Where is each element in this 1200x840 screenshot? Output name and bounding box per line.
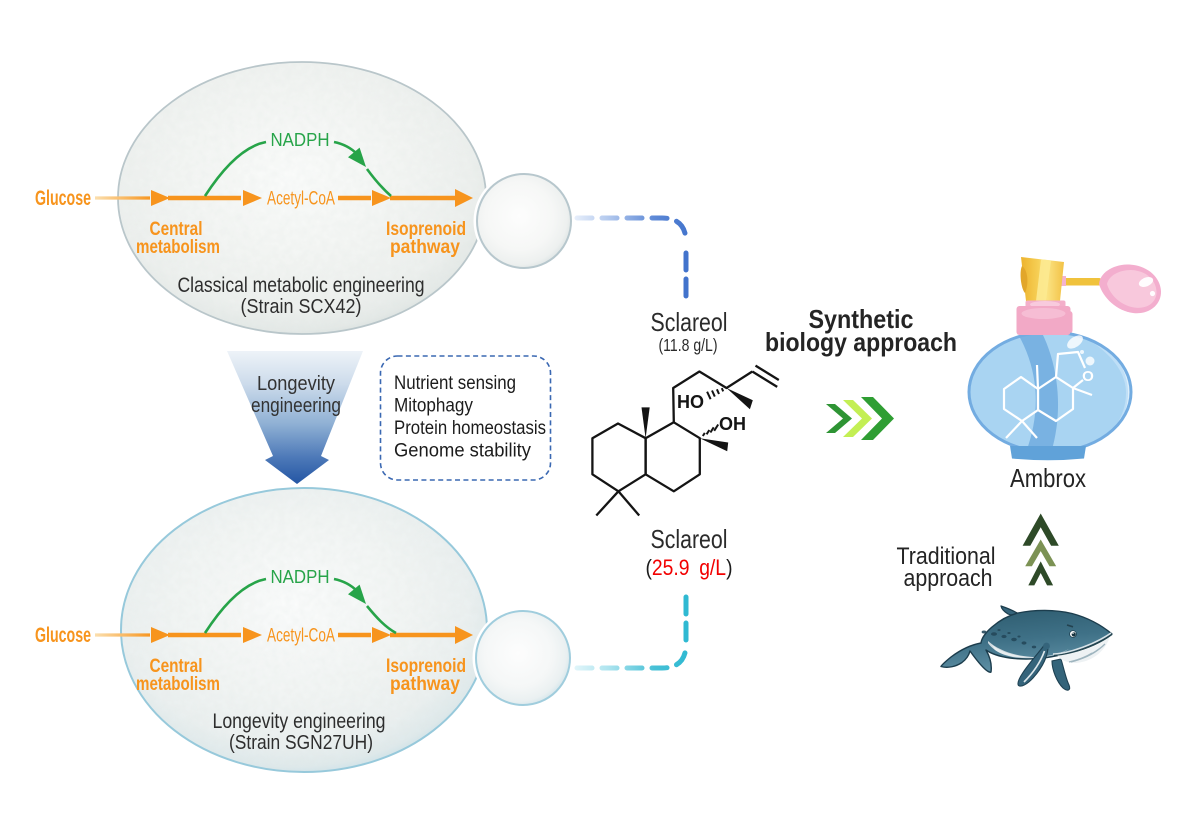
svg-text:Mitophagy: Mitophagy — [394, 396, 473, 417]
svg-text:(Strain SCX42): (Strain SCX42) — [241, 296, 362, 318]
svg-text:Isoprenoid: Isoprenoid — [386, 218, 466, 240]
svg-text:Classical metabolic engineerin: Classical metabolic engineering — [178, 274, 425, 297]
svg-text:Glucose: Glucose — [35, 624, 91, 647]
svg-text:Glucose: Glucose — [35, 187, 91, 210]
svg-text:biology approach: biology approach — [765, 327, 957, 357]
svg-text:Longevity engineering: Longevity engineering — [213, 710, 386, 733]
svg-text:Sclareol: Sclareol — [651, 307, 728, 337]
svg-text:Genome stability: Genome stability — [394, 441, 531, 462]
svg-text:metabolism: metabolism — [136, 673, 220, 695]
svg-text:HO: HO — [677, 392, 704, 412]
svg-text:Central: Central — [150, 218, 203, 240]
svg-text:(25.9 g/L): (25.9 g/L) — [646, 555, 733, 580]
svg-text:approach: approach — [904, 565, 993, 592]
svg-text:Acetyl-CoA: Acetyl-CoA — [267, 626, 335, 647]
svg-text:Traditional: Traditional — [897, 543, 996, 570]
svg-text:Protein homeostasis: Protein homeostasis — [394, 418, 546, 439]
svg-text:Central: Central — [150, 655, 203, 677]
svg-text:O: O — [1082, 368, 1094, 385]
svg-text:pathway: pathway — [390, 236, 460, 258]
svg-text:metabolism: metabolism — [136, 236, 220, 258]
svg-text:Ambrox: Ambrox — [1010, 463, 1086, 493]
svg-text:Sclareol: Sclareol — [651, 524, 728, 554]
svg-text:Nutrient sensing: Nutrient sensing — [394, 373, 516, 394]
svg-text:(Strain SGN27UH): (Strain SGN27UH) — [229, 732, 373, 754]
svg-text:Acetyl-CoA: Acetyl-CoA — [267, 189, 335, 210]
svg-text:engineering: engineering — [251, 394, 341, 417]
svg-text:NADPH: NADPH — [271, 566, 330, 587]
svg-text:Isoprenoid: Isoprenoid — [386, 655, 466, 677]
svg-text:Synthetic: Synthetic — [809, 304, 914, 334]
svg-text:pathway: pathway — [390, 673, 460, 695]
svg-text:(11.8 g/L): (11.8 g/L) — [659, 335, 718, 355]
svg-text:Longevity: Longevity — [257, 372, 336, 395]
svg-text:NADPH: NADPH — [271, 129, 330, 150]
svg-text:OH: OH — [719, 414, 746, 434]
